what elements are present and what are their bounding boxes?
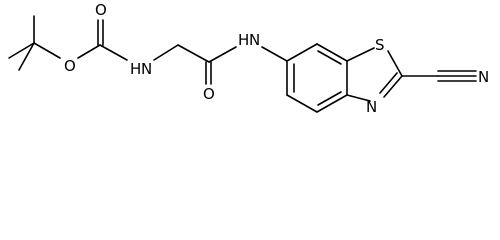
atom-nitrogen-thiazole: N xyxy=(366,98,377,116)
atom-sulfur: S xyxy=(375,36,385,54)
atom-oxygen-ester: O xyxy=(64,57,76,75)
bond-carbonyl-to-nh xyxy=(99,44,128,61)
bond-ring-1 xyxy=(286,43,318,62)
bond-c7a-to-sulfur xyxy=(346,47,375,62)
bond-ring-2 xyxy=(316,43,348,62)
atom-oxygen-amide-carbonyl: O xyxy=(203,85,215,103)
carbamate-group xyxy=(77,19,179,61)
bond-nh-to-ring xyxy=(261,46,288,62)
atom-h-amide: H xyxy=(238,31,249,49)
bond-amide-carbon-to-nh xyxy=(208,46,237,63)
tert-butyl-group xyxy=(8,15,61,71)
atom-nh-carbamate: N xyxy=(141,60,152,78)
bond-ring-inner-b xyxy=(317,91,342,106)
bond-c2-to-nitrogen-b xyxy=(379,72,398,94)
molecule-drawing: O O H N O H N S N N xyxy=(8,1,489,116)
atom-h-carbamate: H xyxy=(130,60,141,78)
bond-ring-4 xyxy=(316,94,348,113)
atom-nh-amide: N xyxy=(249,31,260,49)
bond-tbu-methyl-left xyxy=(8,42,35,59)
nitrile-group xyxy=(401,70,477,82)
thiazole-ring xyxy=(346,47,403,102)
structure-diagram: O O H N O H N S N N xyxy=(8,1,489,116)
bond-nitrogen-to-c3a xyxy=(346,94,371,102)
bond-tbu-to-oxygen xyxy=(33,42,61,59)
atom-nitrogen-nitrile: N xyxy=(478,68,489,86)
bond-tbu-methyl-bottom xyxy=(18,42,35,71)
bond-ring-inner-a xyxy=(317,50,342,65)
benzene-ring xyxy=(286,43,348,113)
bond-ch2-to-amide-carbon xyxy=(177,44,210,63)
atom-oxygen-carbamate-carbonyl: O xyxy=(95,1,107,19)
bond-ring-5 xyxy=(286,94,318,113)
bond-nh-to-ch2 xyxy=(153,44,179,61)
bond-c2-to-nitrogen-a xyxy=(383,75,403,98)
bond-sulfur-to-c2 xyxy=(387,50,403,77)
bond-oxygen-to-carbonyl xyxy=(77,44,101,59)
amide-group xyxy=(177,44,288,85)
